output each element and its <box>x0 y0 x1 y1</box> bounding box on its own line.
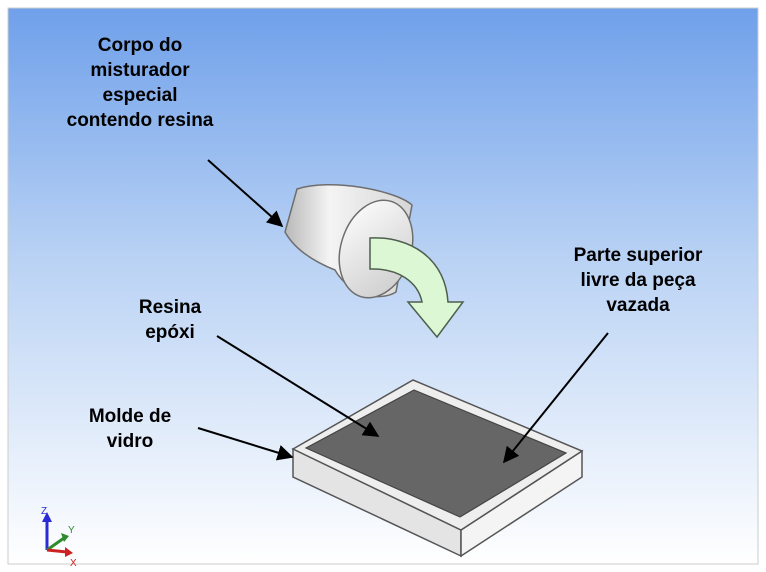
label-mold-line-2: vidro <box>106 431 154 452</box>
axis-triad-icon: Z Y X <box>41 506 77 569</box>
label-mixer-line-2: misturador <box>90 60 190 81</box>
leader-mold <box>197 427 294 461</box>
label-mold-line-1: Molde de <box>88 406 172 427</box>
pour-arrow-icon <box>369 237 465 339</box>
leader-top-surface <box>502 332 609 464</box>
label-top-surface-line-3: vazada <box>606 295 670 316</box>
label-mixer-line-3: especial <box>102 85 178 106</box>
label-top-surface: Parte superior livre da peça vazada <box>558 243 718 318</box>
label-mixer-body: Corpo do misturador especial contendo re… <box>28 33 252 133</box>
label-resin-line-2: epóxi <box>145 322 195 343</box>
label-mixer-line-1: Corpo do <box>97 35 183 56</box>
leader-mixer <box>207 159 284 228</box>
label-resin-line-1: Resina <box>138 297 202 318</box>
label-mixer-line-4: contendo resina <box>66 110 214 131</box>
label-top-surface-line-1: Parte superior <box>573 245 703 266</box>
axis-z-label: Z <box>41 506 47 517</box>
axis-y-label: Y <box>68 525 75 536</box>
label-top-surface-line-2: livre da peça <box>580 270 696 291</box>
leader-resin <box>216 335 380 437</box>
label-resin: Resina epóxi <box>110 295 230 345</box>
frame-border <box>7 7 759 565</box>
label-mold: Molde de vidro <box>60 404 200 454</box>
axis-x-label: X <box>70 558 77 569</box>
